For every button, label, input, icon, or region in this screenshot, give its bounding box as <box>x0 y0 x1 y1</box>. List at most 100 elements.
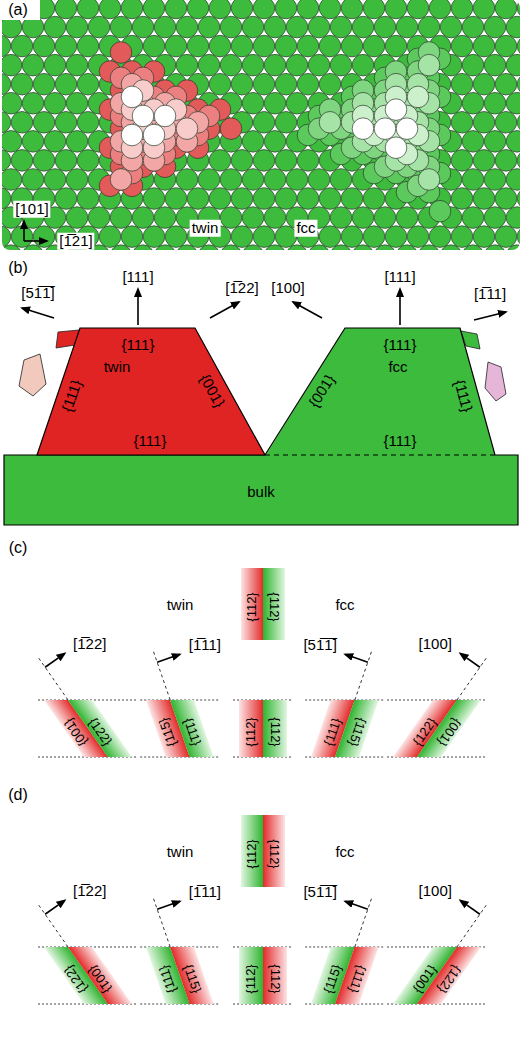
shape-fill <box>68 947 132 1004</box>
direction-label: [111] <box>384 269 415 286</box>
shape-fill <box>265 328 495 456</box>
island-atom <box>385 99 407 121</box>
island-atom <box>121 124 143 146</box>
facet-label: {112} <box>244 964 258 993</box>
atom <box>517 35 520 57</box>
atom <box>187 35 209 57</box>
shape-fill <box>241 568 263 640</box>
island-atom <box>176 118 198 140</box>
atom <box>253 150 275 172</box>
facet-label: {111} <box>134 433 167 450</box>
atom <box>33 35 55 57</box>
atom <box>176 16 198 38</box>
atom <box>2 150 11 172</box>
island-atom <box>374 118 396 140</box>
atom <box>473 226 495 248</box>
island-atom <box>154 105 176 127</box>
crystal-band: {111} <box>333 945 381 1006</box>
atom <box>198 54 220 76</box>
atom <box>286 245 308 250</box>
crystal-name: twin <box>167 844 194 861</box>
atom <box>22 54 44 76</box>
interface-extension <box>457 904 487 947</box>
atom <box>506 54 520 76</box>
atom <box>2 169 22 191</box>
shape-fill <box>68 700 132 757</box>
shape-fill <box>335 947 379 1004</box>
atom <box>209 150 231 172</box>
atom <box>374 207 396 229</box>
atom <box>473 188 495 210</box>
atom <box>462 54 484 76</box>
atom <box>506 245 520 250</box>
atom <box>341 188 363 210</box>
atom <box>77 73 99 95</box>
normal-arrow <box>137 289 139 325</box>
atom <box>286 169 308 191</box>
atom <box>231 188 253 210</box>
atom <box>275 112 297 134</box>
atom <box>462 16 484 38</box>
atom <box>66 131 88 153</box>
atom <box>242 207 264 229</box>
atom <box>352 16 374 38</box>
island-atom <box>407 86 429 108</box>
atom <box>473 0 495 19</box>
atom <box>462 207 484 229</box>
atom <box>341 0 363 19</box>
atom <box>165 188 187 210</box>
island-atom-layer <box>308 42 440 197</box>
facet-flag <box>19 354 46 396</box>
facet-flag <box>485 362 506 401</box>
atom <box>99 226 121 248</box>
atom <box>110 207 132 229</box>
atom <box>77 35 99 57</box>
normal-arrow <box>474 312 506 320</box>
atom <box>220 54 242 76</box>
island-atom <box>121 86 143 108</box>
atom <box>77 150 99 172</box>
island-atom <box>143 124 165 146</box>
atom <box>286 54 308 76</box>
island-atom-layer <box>99 42 242 197</box>
atom <box>473 35 495 57</box>
axis-arrow <box>24 240 47 242</box>
crystal-band: {112} <box>239 813 265 889</box>
atom <box>418 245 440 250</box>
direction-label: [111] <box>122 269 153 286</box>
panel-label: (a) <box>6 1 30 19</box>
atom <box>121 0 143 19</box>
atom <box>253 35 275 57</box>
atom <box>2 188 11 210</box>
atom <box>176 245 198 250</box>
atom <box>286 16 308 38</box>
atom <box>473 150 495 172</box>
shape-fill <box>263 568 285 640</box>
island-atom-layer <box>352 86 429 165</box>
shape-fill <box>239 947 263 1004</box>
facet-label: {112} <box>245 592 259 621</box>
atom <box>220 169 242 191</box>
normal-arrow <box>157 654 180 662</box>
atom <box>2 245 22 250</box>
atom <box>385 226 407 248</box>
atom <box>451 188 473 210</box>
direction-label: [51̅1̅] <box>303 884 336 901</box>
atom <box>176 54 198 76</box>
atom <box>44 92 66 114</box>
atom <box>297 0 319 19</box>
atom <box>77 188 99 210</box>
crystal-band: {112} <box>261 698 289 759</box>
atom <box>275 35 297 57</box>
atom <box>66 16 88 38</box>
atom <box>209 0 231 19</box>
island-atom <box>176 118 198 140</box>
atom <box>374 245 396 250</box>
atom <box>319 188 341 210</box>
atom <box>242 169 264 191</box>
atom <box>143 188 165 210</box>
atom <box>495 150 517 172</box>
atom <box>352 207 374 229</box>
atom <box>319 112 341 134</box>
direction-label: [101] <box>13 201 50 218</box>
